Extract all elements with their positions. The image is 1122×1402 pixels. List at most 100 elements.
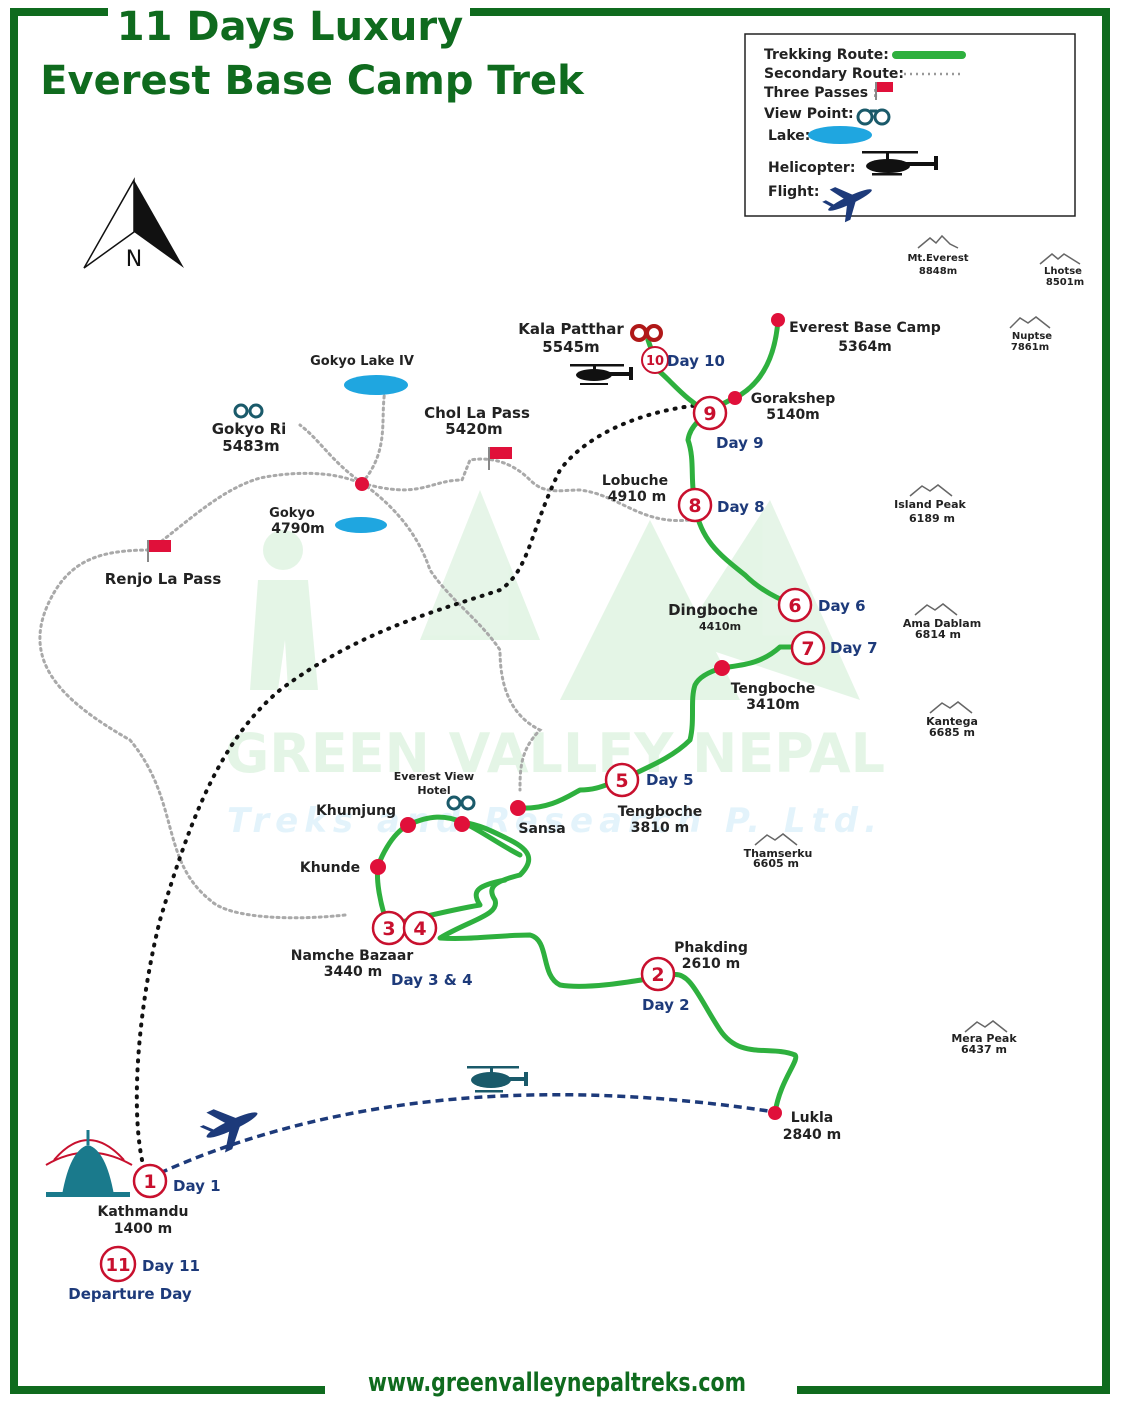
stop-number: 2	[651, 964, 664, 986]
stop-number: 6	[788, 595, 801, 617]
peak-name: Lhotse	[1044, 266, 1082, 277]
stop-9: 9	[692, 395, 728, 431]
peak-alt: 8848m	[919, 266, 957, 277]
label-gorakshep: Gorakshep	[751, 391, 836, 407]
peak-name: Kantega	[926, 715, 978, 728]
label-evh-2: Hotel	[417, 784, 450, 797]
watermark: GREEN VALLEY NEPAL Treks and Research P.…	[225, 490, 885, 841]
legend-trekking-route: Trekking Route:	[764, 47, 889, 63]
flag-icon	[147, 540, 171, 562]
peak-name: Ama Dablam	[903, 617, 981, 630]
day-label: Day 9	[716, 434, 764, 452]
label-kala-patthar-alt: 5545m	[542, 338, 599, 356]
label-tengboche-upper-alt: 3410m	[746, 697, 800, 713]
peak-alt: 6814 m	[915, 628, 961, 641]
label-lukla-alt: 2840 m	[783, 1127, 841, 1143]
map-frame	[10, 8, 1110, 1394]
flight-path	[159, 1093, 776, 1175]
peak-name: Thamserku	[744, 847, 813, 860]
label-namche: Namche Bazaar	[291, 948, 414, 964]
label-lukla: Lukla	[791, 1110, 833, 1126]
peaks: Mt.Everest 8848m Lhotse 8501m Nuptse 786…	[744, 234, 1084, 1056]
binoculars-icon	[446, 795, 476, 811]
label-lobuche: Lobuche	[602, 473, 668, 489]
watermark-line2: Treks and Research P. Ltd.	[227, 801, 883, 841]
flag-icon	[875, 82, 893, 100]
label-kala-patthar: Kala Patthar	[518, 320, 624, 338]
label-dingboche-alt: 4410m	[699, 620, 741, 633]
stop-10: 10	[641, 346, 669, 374]
day-label: Day 11	[142, 1257, 200, 1275]
peak-alt: 6605 m	[753, 857, 799, 870]
dotted-route	[134, 403, 702, 1162]
label-tengboche-lower-alt: 3810 m	[631, 820, 689, 836]
label-sansa: Sansa	[518, 821, 565, 837]
peak-alt: 8501m	[1046, 277, 1084, 288]
label-gorakshep-alt: 5140m	[766, 407, 820, 423]
peak-alt: 6437 m	[961, 1043, 1007, 1056]
label-evh: Everest View	[394, 770, 474, 783]
stop-8: 8	[677, 487, 713, 523]
airplane-icon	[199, 1109, 258, 1153]
helicopter-icon	[570, 364, 633, 385]
label-gokyo-alt: 4790m	[271, 521, 325, 537]
legend-view-point: View Point:	[764, 106, 854, 122]
secondary-routes	[38, 388, 692, 920]
stop-3: 3	[371, 910, 407, 946]
label-gokyo-ri: Gokyo Ri	[212, 420, 287, 438]
stop-number: 7	[801, 638, 814, 660]
stop-number: 5	[615, 770, 628, 792]
helicopter-icon	[467, 1066, 528, 1093]
binoculars-icon	[233, 403, 264, 419]
map-title-line2: Everest Base Camp Trek	[40, 58, 585, 104]
day-label: Day 10	[667, 352, 725, 370]
legend-helicopter: Helicopter:	[768, 160, 855, 176]
day-label: Day 5	[646, 771, 694, 789]
stop-number: 1	[143, 1171, 156, 1193]
day-label: Day 3 & 4	[391, 971, 473, 989]
label-lobuche-alt: 4910 m	[608, 489, 666, 505]
stop-number: 8	[688, 495, 701, 517]
footer-url[interactable]: www.greenvalleynepaltreks.com	[368, 1368, 746, 1398]
day-label: Day 6	[818, 597, 866, 615]
stop-6: 6	[777, 587, 813, 623]
peak-name: Mt.Everest	[907, 253, 968, 264]
binoculars-icon	[630, 324, 663, 342]
lake-icon	[808, 126, 872, 144]
map-title-line1: 11 Days Luxury	[117, 4, 463, 50]
gokyo-lake-small-icon	[335, 517, 387, 533]
day-label: Day 1	[173, 1177, 221, 1195]
legend: Trekking Route: Secondary Route: Three P…	[744, 33, 1076, 223]
label-gokyo-ri-alt: 5483m	[222, 437, 279, 455]
gokyo-lake-icon	[344, 375, 408, 395]
legend-box	[744, 33, 1076, 217]
label-tengboche-lower: Tengboche	[618, 804, 703, 820]
watermark-line1: GREEN VALLEY NEPAL	[225, 722, 885, 785]
peak-alt: 6189 m	[909, 512, 955, 525]
stop-number: 9	[703, 403, 716, 425]
label-dingboche: Dingboche	[668, 601, 758, 619]
legend-lake: Lake:	[768, 128, 810, 144]
stop-4: 4	[402, 910, 438, 946]
compass-label: N	[126, 247, 142, 272]
mountain-icon	[754, 234, 1081, 1033]
stop-1: 1	[132, 1163, 168, 1199]
label-ebc: Everest Base Camp	[789, 320, 941, 336]
label-khumjung: Khumjung	[316, 803, 396, 819]
day-labels: Day 1 Day 2 Day 3 & 4 Day 5 Day 6 Day 7 …	[142, 352, 878, 1275]
peak-alt: 7861m	[1011, 342, 1049, 353]
label-ebc-alt: 5364m	[838, 339, 892, 355]
stop-number: 3	[382, 918, 395, 940]
stupa-icon	[45, 1130, 133, 1197]
peak-name: Nuptse	[1012, 331, 1052, 342]
label-kathmandu: Kathmandu	[98, 1204, 189, 1220]
day-label: Day 7	[830, 639, 878, 657]
legend-three-passes: Three Passes :	[764, 85, 879, 101]
stop-number: 11	[105, 1255, 130, 1276]
label-khunde: Khunde	[300, 860, 360, 876]
label-gokyo-lake: Gokyo Lake IV	[310, 354, 414, 369]
legend-secondary-route: Secondary Route:	[764, 66, 904, 82]
label-chola-alt: 5420m	[445, 420, 502, 438]
peak-name: Island Peak	[894, 498, 966, 511]
